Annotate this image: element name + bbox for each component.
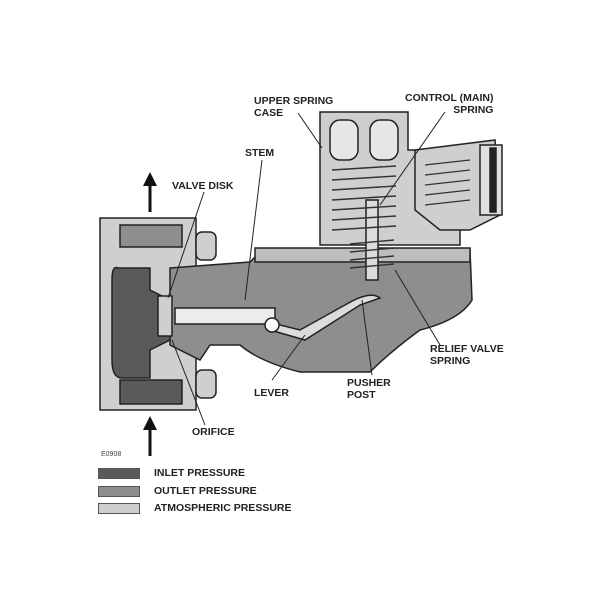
flow-arrow-in xyxy=(143,416,157,456)
outlet-body xyxy=(169,249,473,373)
legend-swatch xyxy=(98,502,140,514)
label-line: CONTROL (MAIN) xyxy=(405,92,494,104)
label-orifice: ORIFICE xyxy=(192,426,235,438)
legend-label: INLET PRESSURE xyxy=(154,467,246,479)
vent-housing xyxy=(414,139,501,231)
lever xyxy=(266,294,382,341)
legend-swatch xyxy=(98,467,140,479)
leader-lines xyxy=(167,111,446,426)
spring-cap-right xyxy=(369,119,399,161)
label-line: PUSHER xyxy=(347,377,391,389)
legend-label: ATMOSPHERIC PRESSURE xyxy=(154,502,292,514)
lug-bottom xyxy=(195,369,217,399)
label-lever: LEVER xyxy=(254,387,290,399)
flow-arrow-out xyxy=(143,172,157,212)
label-stem: STEM xyxy=(245,147,275,159)
inlet-thread-bottom xyxy=(119,379,183,405)
legend-inlet: INLET PRESSURE xyxy=(98,467,245,479)
lug-top xyxy=(195,231,217,261)
stem xyxy=(174,307,276,325)
legend-label: OUTLET PRESSURE xyxy=(154,485,257,497)
legend-swatch xyxy=(98,485,140,497)
diaphragm-case xyxy=(254,247,471,263)
outlet-thread-top xyxy=(119,224,183,248)
vent-spring xyxy=(424,159,471,206)
inlet-chamber xyxy=(111,266,171,379)
legend-atmospheric: ATMOSPHERIC PRESSURE xyxy=(98,502,292,514)
label-line: SPRING xyxy=(453,104,494,116)
label-line: POST xyxy=(347,389,376,401)
control-spring xyxy=(331,165,397,231)
valve-disk xyxy=(157,295,173,337)
relief-valve-spring xyxy=(349,239,395,269)
label-valve-disk: VALVE DISK xyxy=(172,180,234,192)
label-line: CASE xyxy=(254,107,284,119)
legend-outlet: OUTLET PRESSURE xyxy=(98,485,257,497)
label-line: SPRING xyxy=(430,355,471,367)
lever-pivot xyxy=(264,317,280,333)
figure-code: E0908 xyxy=(101,451,122,458)
spring-cap-left xyxy=(329,119,359,161)
label-line: UPPER SPRING xyxy=(254,95,334,107)
label-control-spring: CONTROL (MAIN)SPRING xyxy=(405,92,493,116)
vent-screen xyxy=(489,147,497,213)
label-line: RELIEF VALVE xyxy=(430,343,504,355)
pusher-post xyxy=(365,199,379,281)
